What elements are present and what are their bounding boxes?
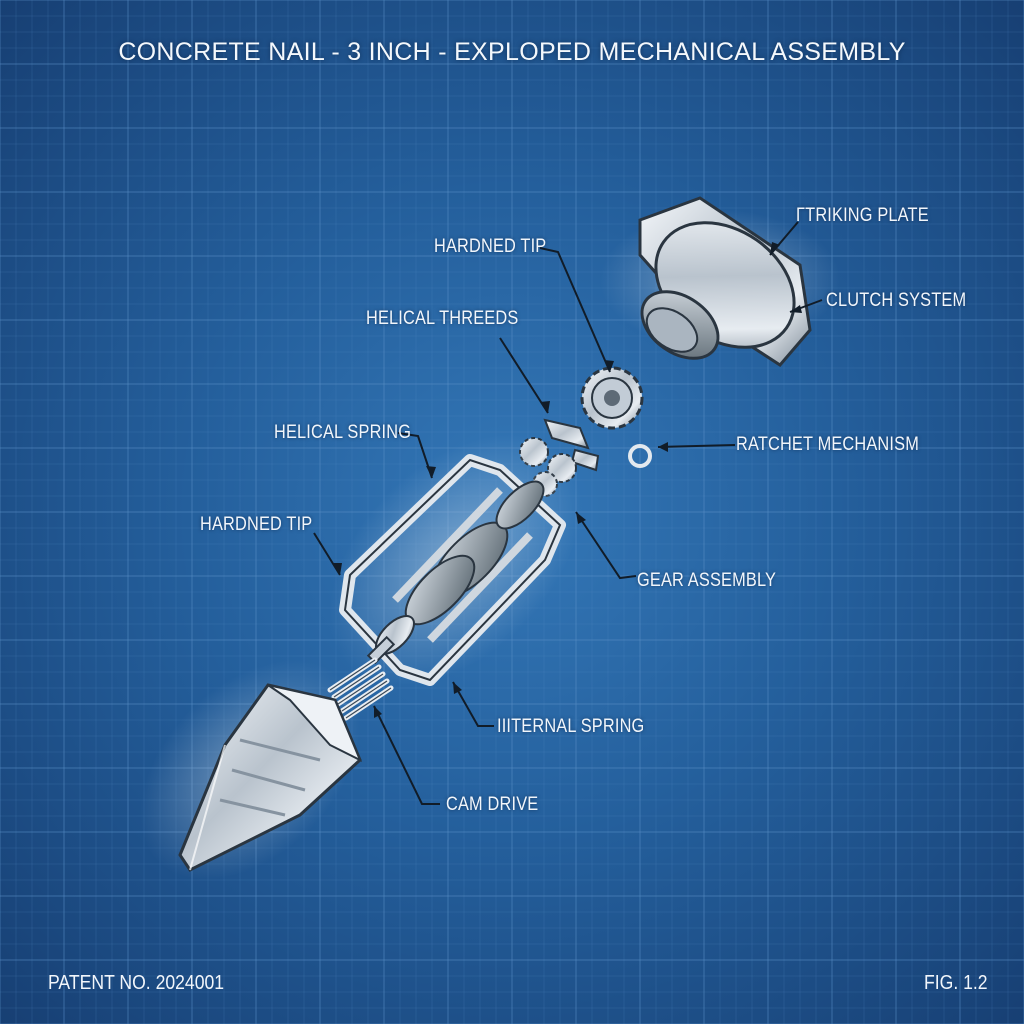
clutch-system-part [640, 290, 720, 360]
leader-lines [313, 221, 823, 805]
label-gear-assembly: GEAR ASSEMBLY [637, 570, 777, 591]
label-helical-spring: HELICAL SPRING [274, 422, 412, 443]
label-internal-spring: IIITERNAL SPRING [497, 716, 645, 737]
label-ratchet-mechanism: RATCHET MECHANISM [736, 434, 919, 455]
cam-drive-spring-part [327, 657, 394, 721]
patent-number: PATENT NO. 2024001 [48, 972, 225, 994]
leader-arrowheads [332, 242, 802, 718]
label-helical-threeds: HELICAL THREEDS [366, 308, 519, 329]
label-hardned-tip-top: HARDNED TIP [434, 236, 547, 257]
diagram-title: CONCRETE NAIL - 3 INCH - EXPLOPED MECHAN… [118, 38, 906, 66]
conical-nail-tip-part [140, 660, 362, 880]
figure-number: FIG. 1.2 [924, 972, 988, 994]
ratchet-washer-part [628, 444, 652, 468]
hardned-tip-gear-part [580, 366, 644, 430]
label-striking-plate: ΓTRIKING PLATE [796, 205, 929, 226]
label-cam-drive: CAM DRIVE [446, 794, 539, 815]
label-hardned-tip-left: HARDNED TIP [200, 514, 313, 535]
gear-cage-housing-part [329, 434, 581, 686]
label-clutch-system: CLUTCH SYSTEM [826, 290, 967, 311]
